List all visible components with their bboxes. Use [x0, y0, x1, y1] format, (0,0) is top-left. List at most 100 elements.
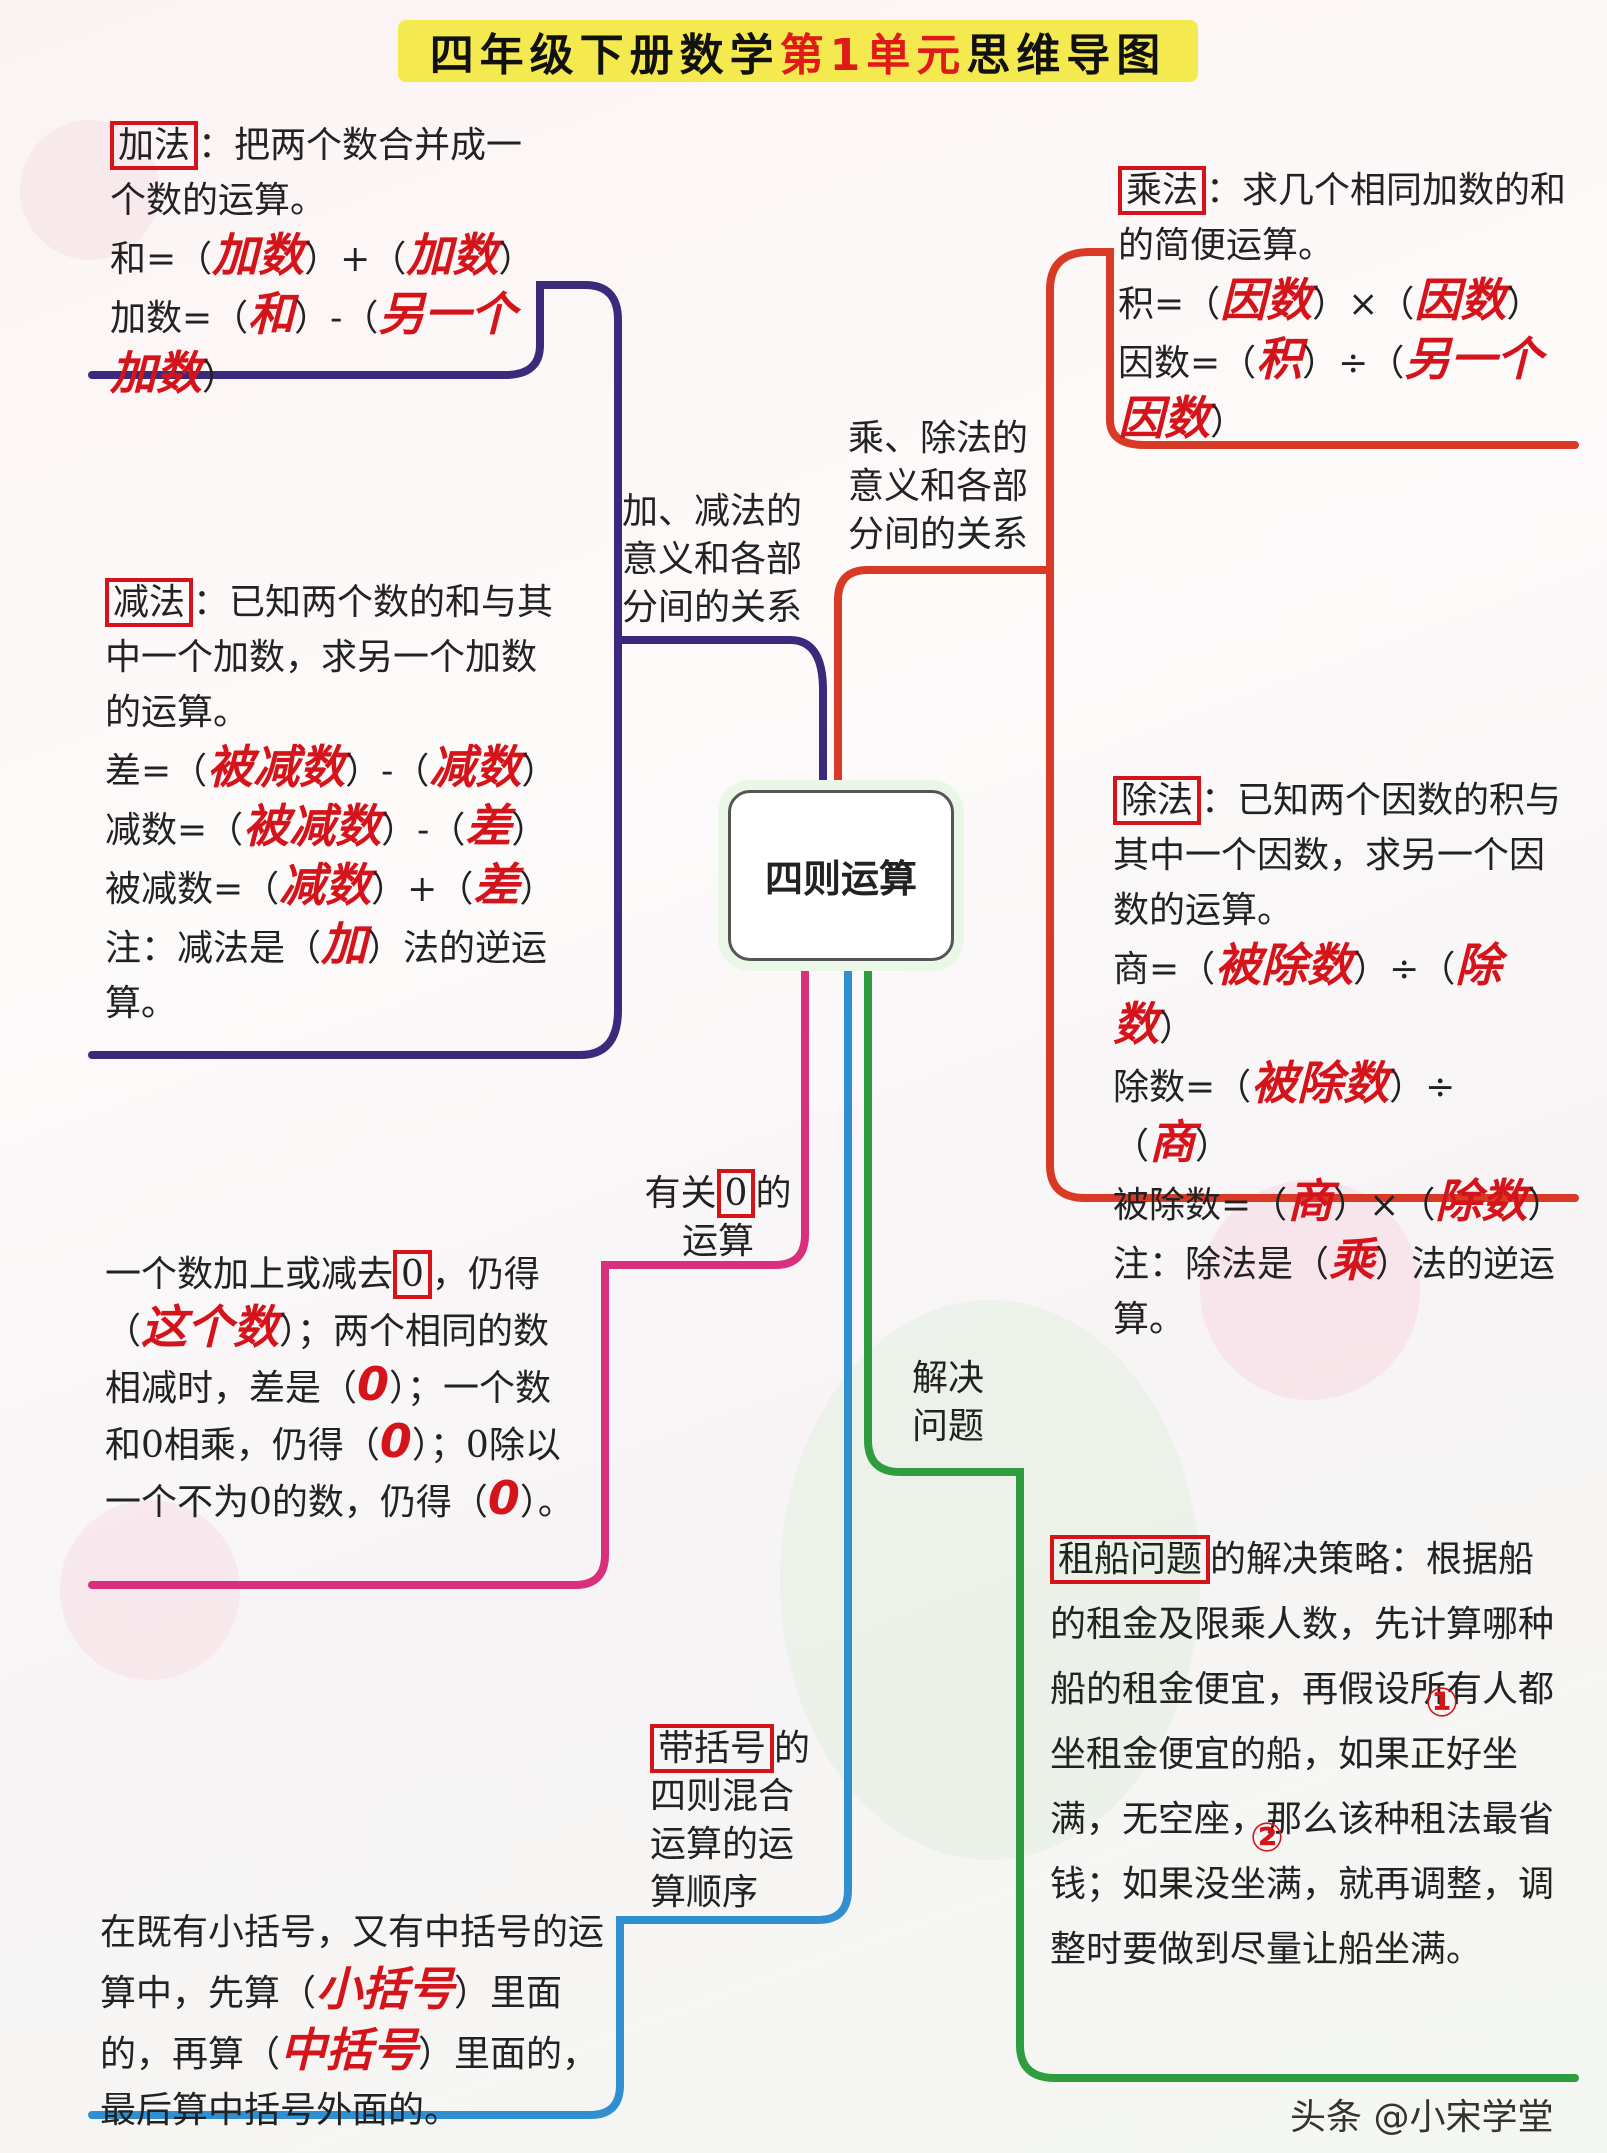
hw-minuend-2: 被减数 [243, 799, 382, 853]
bracket-rule-b: ）里面的，再算（ [100, 1973, 563, 2075]
hw-dividend-1: 被除数 [1215, 938, 1354, 992]
hw-multiply: 乘 [1329, 1233, 1376, 1287]
subtraction-term: 减法 [105, 578, 194, 627]
division-note-c: ）法的逆运算。 [1113, 1244, 1556, 1340]
division-l3b: ）×（ [1333, 1185, 1436, 1226]
boat-term: 租船问题 [1050, 1535, 1211, 1584]
addition-l2: 加数=（ [110, 298, 249, 339]
subtraction-l2: 减数=（ [105, 810, 244, 851]
subtraction-note-a: 注：减法是（ [105, 928, 322, 969]
subtraction-l2d: ） [511, 810, 548, 851]
watermark: 头条 @小宋学堂 [1290, 2097, 1554, 2138]
subtraction-l3d: ） [519, 869, 556, 910]
boat-text: 的解决策略：根据船的租金及限乘人数，先计算哪种船的租金便宜，再假设所有人都坐租金… [1050, 1539, 1555, 1970]
hw-minuend-1: 被减数 [207, 740, 346, 794]
hw-this-number: 这个数 [141, 1300, 280, 1354]
hw-divisor-1: 除数 [1113, 938, 1502, 1051]
title-part-1: 四年级下册数学 [429, 30, 780, 81]
brackets-label-box: 带括号 [650, 1724, 775, 1773]
zero-ops-g: ）。 [519, 1482, 574, 1523]
hw-addend-2: 加数 [406, 228, 499, 282]
division-l3: 被除数=（ [1113, 1185, 1288, 1226]
division-l1: 商=（ [1113, 949, 1216, 990]
title-part-3: 思维导图 [966, 30, 1167, 81]
hw-zero-1: 0 [357, 1357, 390, 1411]
addition-def: ：把两个数合并成一个数的运算。 [110, 125, 523, 221]
hw-subtrahend-1: 减数 [429, 740, 522, 794]
zero-ops-e: ）；一个数和0相乘，仍得（ [105, 1368, 552, 1466]
zero-box: 0 [393, 1250, 432, 1299]
center-label: 四则运算 [764, 857, 917, 901]
hw-factor-2: 因数 [1414, 273, 1507, 327]
hw-dividend-2: 被除数 [1251, 1056, 1390, 1110]
addition-l1d: ） [498, 239, 535, 280]
hw-add: 加 [321, 917, 368, 971]
subtraction-l3b: ）+（ [371, 869, 474, 910]
branch-label-solve: 解决问题 [912, 1358, 985, 1447]
hw-divisor-2: 除数 [1435, 1174, 1528, 1228]
bracket-rule-c: ）里面的，最后算中括号外面的。 [100, 2034, 599, 2131]
hw-product: 积 [1256, 332, 1303, 386]
subtraction-l3: 被减数=（ [105, 869, 280, 910]
multiplication-term: 乘法 [1118, 166, 1207, 215]
zero-ops-b: ，仍得 [431, 1254, 540, 1295]
subtraction-def: ：已知两个数的和与其中一个加数，求另一个加数的运算。 [105, 582, 554, 733]
page-title: 四年级下册数学第1单元思维导图 [398, 20, 1198, 82]
addition-term: 加法 [110, 121, 199, 170]
background-flower [1200, 1180, 1420, 1400]
subtraction-l1b: ）-（ [345, 751, 430, 792]
hw-sum: 和 [248, 287, 295, 341]
background-flower [60, 1500, 240, 1680]
center-node: 四则运算 [728, 790, 954, 961]
hw-mark-2: ② [1250, 1815, 1284, 1861]
subtraction-note-c: ）法的逆运算。 [105, 928, 548, 1024]
bracket-rule-a: 在既有小括号，又有中括号的运算中，先算（ [100, 1912, 605, 2014]
hw-zero-3: 0 [487, 1471, 520, 1525]
connector-brackets [88, 951, 852, 2119]
connector-solve [864, 951, 1579, 2082]
hw-middle-bracket: 中括号 [280, 2023, 419, 2077]
branch-label-add-sub: 加、减法的意义和各部分间的关系 [622, 491, 803, 628]
zero-ops-f: ）；0除以一个不为0的数，仍得（ [105, 1425, 561, 1523]
boat-problem-block: 租船问题的解决策略：根据船的租金及限乘人数，先计算哪种船的租金便宜，再假设所有人… [1050, 1527, 1560, 1982]
zero-label-box: 0 [716, 1169, 756, 1218]
zero-ops-a: 一个数加上或减去 [105, 1254, 394, 1295]
multiplication-def: ：求几个相同加数的和的简便运算。 [1118, 170, 1567, 266]
subtraction-l1d: ） [521, 751, 558, 792]
background-flower [20, 120, 160, 260]
zero-label-post: 的运算 [681, 1173, 792, 1262]
addition-l2b: ）-（ [294, 298, 379, 339]
multiplication-l2b: ）÷（ [1302, 343, 1405, 384]
hw-factor-3: 因数 [1118, 391, 1210, 445]
division-def: ：已知两个因数的积与其中一个因数，求另一个因数的运算。 [1113, 780, 1562, 931]
branch-label-mul-div: 乘、除法的意义和各部分间的关系 [848, 418, 1029, 555]
multiplication-l1d: ） [1506, 284, 1543, 325]
multiplication-l2e: ） [1210, 402, 1247, 443]
division-l2d: ） [1195, 1126, 1232, 1167]
hw-factor-1: 因数 [1220, 273, 1313, 327]
subtraction-l1: 差=（ [105, 751, 208, 792]
hw-difference-1: 差 [465, 799, 512, 853]
hw-quotient-1: 商 [1149, 1115, 1196, 1169]
hw-another-factor: 另一个 [1404, 332, 1543, 386]
division-l1d: ） [1159, 1008, 1196, 1049]
hw-addend-1: 加数 [212, 228, 305, 282]
division-l2b: ）÷（ [1113, 1067, 1456, 1167]
division-l2: 除数=（ [1113, 1067, 1252, 1108]
addition-l2e: ） [202, 357, 239, 398]
connector-add-sub-lower [88, 636, 622, 1059]
addition-block: 加法：把两个数合并成一个数的运算。 和=（加数）+（加数） 加数=（和）-（另一… [110, 118, 550, 405]
division-block: 除法：已知两个因数的积与其中一个因数，求另一个因数的运算。 商=（被除数）÷（除… [1113, 773, 1573, 1347]
zero-label-pre: 有关 [644, 1173, 717, 1214]
hw-zero-2: 0 [379, 1414, 412, 1468]
multiplication-l1: 积=（ [1118, 284, 1221, 325]
connector-add-sub [88, 281, 827, 794]
addition-l1b: ）+（ [304, 239, 407, 280]
multiplication-block: 乘法：求几个相同加数的和的简便运算。 积=（因数）×（因数） 因数=（积）÷（另… [1118, 163, 1568, 450]
addition-l1: 和=（ [110, 239, 213, 280]
multiplication-l2: 因数=（ [1118, 343, 1257, 384]
hw-another: 另一个 [378, 287, 517, 341]
